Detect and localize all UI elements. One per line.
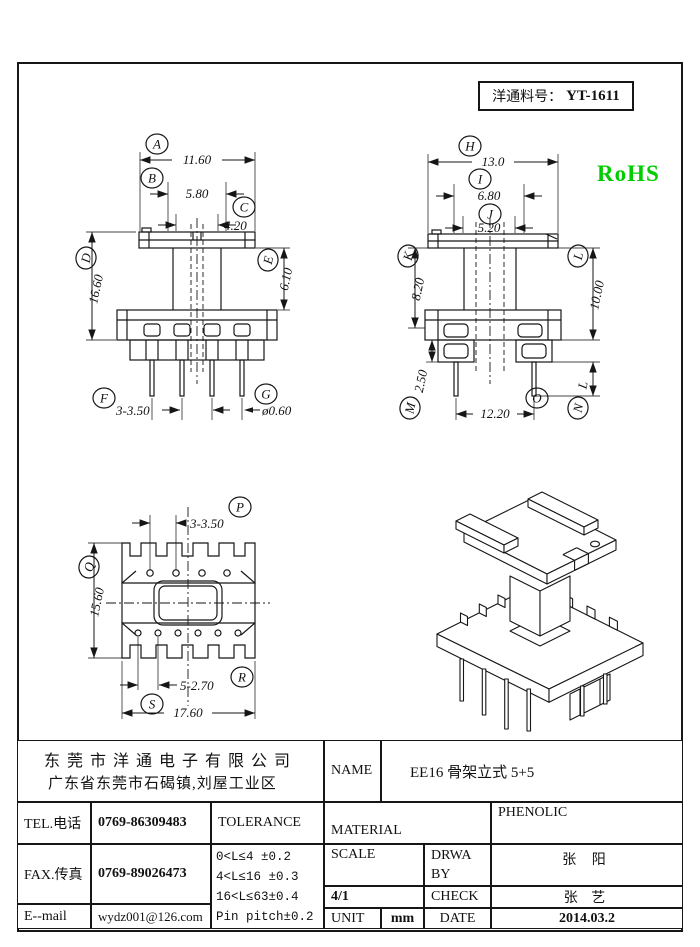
unit-label-cell: UNIT — [324, 908, 381, 929]
check-label-cell: CHECK — [424, 886, 491, 908]
dim-f-letter: F — [99, 391, 109, 406]
part-number-box: 洋通料号： YT-1611 — [478, 81, 634, 111]
tolerance-label: TOLERANCE — [218, 815, 301, 830]
email-value: wydz001@126.com — [98, 908, 203, 924]
fax-label: FAX.传真 — [24, 868, 83, 883]
check-value-cell: 张 艺 — [491, 886, 683, 908]
dim-l-value: 10.00 — [586, 279, 607, 311]
dim-l-letter: L — [570, 251, 586, 262]
check-value: 张 艺 — [563, 891, 611, 906]
material-label-cell: MATERIAL — [324, 802, 491, 844]
name-label: NAME — [331, 763, 373, 778]
tolerance-values-cell: 0<L≤4 ±0.2 4<L≤16 ±0.3 16<L≤63±0.4 Pin p… — [211, 844, 324, 929]
dim-d-letter: D — [77, 251, 94, 265]
dim-k-letter: K — [400, 249, 417, 263]
dim-f-value: 3-3.50 — [115, 403, 150, 418]
tolerance-line-2: 4<L≤16 ±0.3 — [216, 869, 299, 884]
dim-a-value: 11.60 — [183, 152, 212, 167]
tolerance-line-1: 0<L≤4 ±0.2 — [216, 849, 292, 864]
dim-p-value: 3-3.50 — [189, 516, 224, 531]
dim-b-value: 5.80 — [186, 186, 209, 201]
dim-h-letter: H — [464, 139, 475, 154]
dim-m-letter: M — [401, 400, 418, 416]
drwa-label-cell: DRWA BY — [424, 844, 491, 886]
dim-n-letter: N — [570, 401, 587, 415]
material-value: PHENOLIC — [498, 805, 568, 820]
dim-d-value: 16.60 — [85, 273, 106, 305]
unit-value-cell: mm — [381, 908, 424, 929]
company-name: 东莞市洋通电子有限公司 — [43, 753, 297, 770]
part-number-value: YT-1611 — [566, 87, 620, 104]
dim-a-letter: A — [152, 137, 161, 152]
dim-i-letter: I — [477, 172, 483, 187]
dim-s-letter: S — [149, 697, 156, 712]
material-label: MATERIAL — [331, 823, 402, 838]
date-value-cell: 2014.03.2 — [491, 908, 683, 929]
dim-q-letter: Q — [81, 560, 98, 573]
dim-j-letter: J — [487, 207, 494, 222]
date-label: DATE — [439, 910, 476, 926]
email-value-cell: wydz001@126.com — [91, 904, 211, 929]
scale-value: 4/1 — [331, 889, 349, 904]
dim-m-value: 2.50 — [411, 368, 431, 394]
unit-value: mm — [390, 910, 415, 926]
part-number-label: 洋通料号： — [492, 90, 563, 105]
dim-j-value: 5.20 — [478, 220, 501, 235]
name-label-cell: NAME — [324, 740, 381, 802]
dim-e-value: 6.10 — [276, 266, 296, 292]
date-value: 2014.03.2 — [559, 910, 615, 926]
tel-label-cell: TEL.电话 — [17, 802, 91, 844]
dim-c-value: 4.20 — [224, 218, 247, 233]
dim-c-letter: C — [240, 200, 249, 215]
tel-value: 0769-86309483 — [98, 815, 187, 830]
check-label: CHECK — [431, 889, 479, 904]
company-cell: 东莞市洋通电子有限公司 广东省东莞市石碣镇,刘屋工业区 — [17, 740, 324, 802]
scale-label: SCALE — [331, 847, 376, 862]
rohs-badge: RoHS — [597, 161, 660, 186]
dim-g-letter: G — [261, 387, 271, 402]
isometric-view-drawing — [436, 491, 644, 732]
front-view-drawing: A B C D E F G 11.60 5.80 4.20 16.60 6.10… — [75, 133, 296, 420]
name-value: EE16 骨架立式 5+5 — [410, 764, 535, 781]
tolerance-line-3: 16<L≤63±0.4 — [216, 889, 299, 904]
unit-label: UNIT — [331, 910, 365, 926]
dim-e-letter: E — [260, 255, 277, 267]
drwa-by-label: DRWA BY — [431, 848, 471, 882]
tel-label: TEL.电话 — [24, 817, 82, 832]
side-view-drawing: H I J K L M N O 13.0 6.80 5.20 8.20 10.0… — [397, 135, 607, 421]
dim-s-value: 17.60 — [173, 705, 203, 720]
fax-value-cell: 0769-89026473 — [91, 844, 211, 904]
date-label-cell: DATE — [424, 908, 491, 929]
email-label-cell: E--mail — [17, 904, 91, 929]
fax-label-cell: FAX.传真 — [17, 844, 91, 904]
dim-k-value: 8.20 — [408, 276, 428, 302]
company-address: 广东省东莞市石碣镇,刘屋工业区 — [48, 776, 277, 792]
dim-n-value: L — [574, 380, 590, 391]
scale-value-cell: 4/1 — [324, 886, 424, 908]
drwa-value-cell: 张 阳 — [491, 844, 683, 886]
tel-value-cell: 0769-86309483 — [91, 802, 211, 844]
material-value-cell: PHENOLIC — [491, 802, 683, 844]
dim-r-value: 5-2.70 — [180, 678, 214, 693]
dim-i-value: 6.80 — [478, 188, 501, 203]
name-value-cell: EE16 骨架立式 5+5 — [381, 740, 683, 802]
email-label: E--mail — [24, 908, 67, 924]
dim-p-letter: P — [235, 500, 244, 515]
fax-value: 0769-89026473 — [98, 866, 187, 881]
tolerance-line-4: Pin pitch±0.2 — [216, 909, 314, 924]
dim-b-letter: B — [148, 171, 156, 186]
dim-o-letter: O — [532, 391, 542, 406]
drwa-by-value: 张 阳 — [562, 853, 612, 868]
sheet-border — [17, 62, 683, 932]
dim-r-letter: R — [237, 670, 246, 685]
dim-o-value: 12.20 — [480, 406, 510, 421]
top-view-drawing: P Q R S 3-3.50 15.60 5-2.70 17.60 — [78, 496, 270, 720]
scale-label-cell: SCALE — [324, 844, 424, 886]
dim-g-value: ø0.60 — [261, 403, 292, 418]
dim-h-value: 13.0 — [482, 154, 505, 169]
tolerance-label-cell: TOLERANCE — [211, 802, 324, 844]
dim-q-value: 15.60 — [86, 586, 107, 618]
